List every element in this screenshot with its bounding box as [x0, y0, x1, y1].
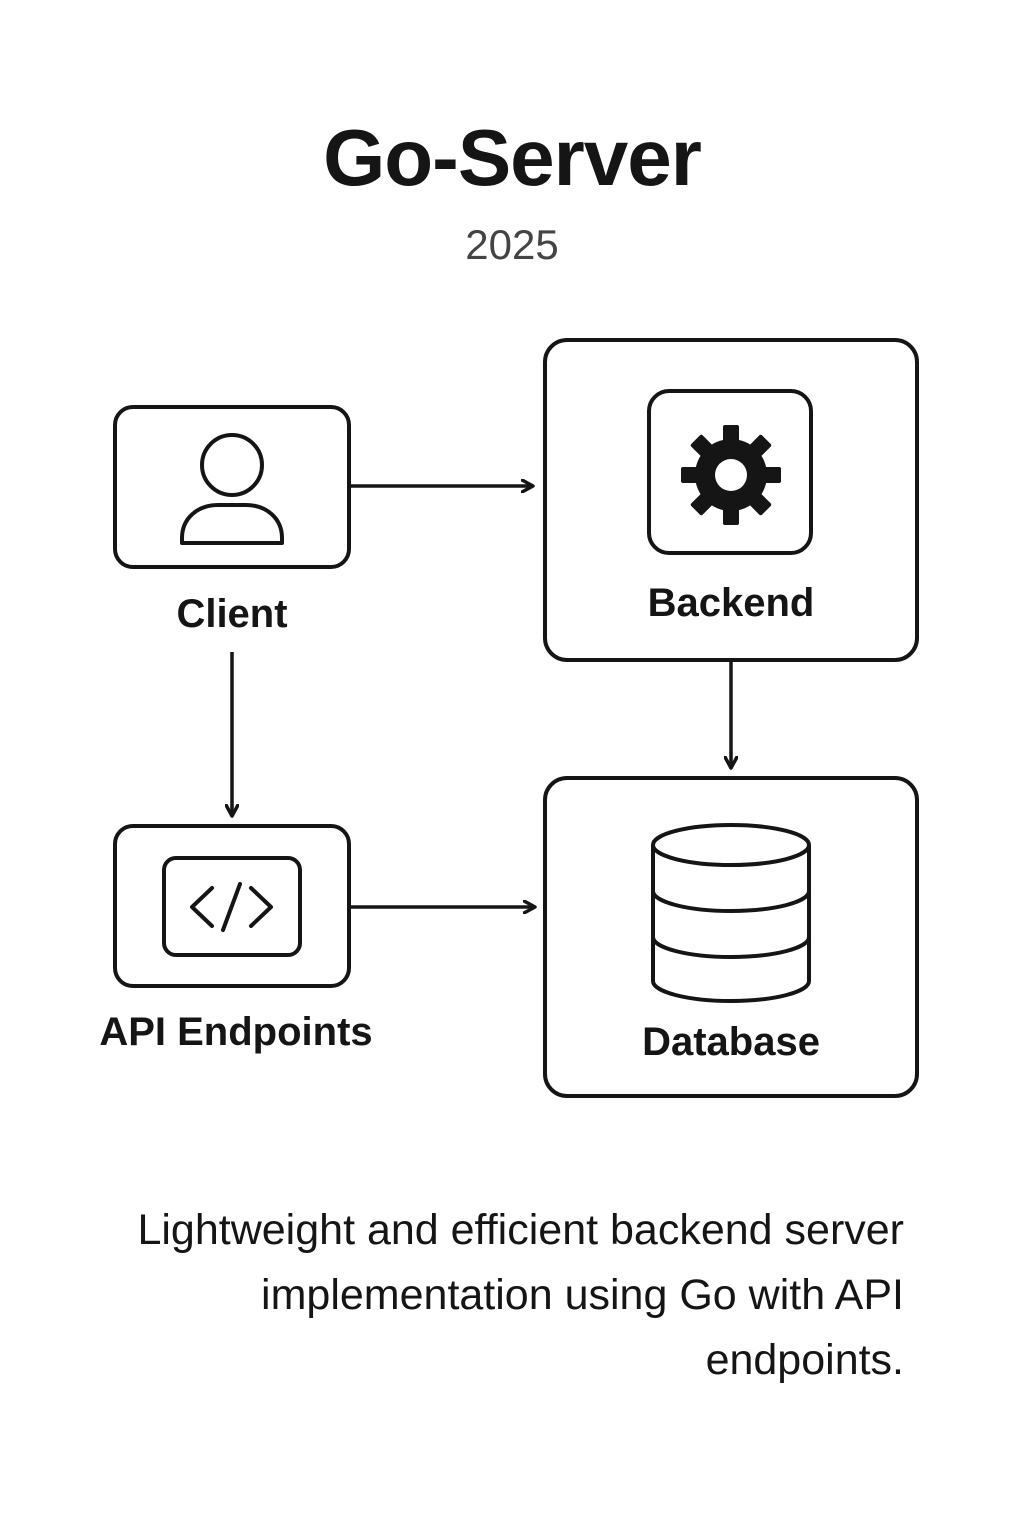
- client-label: Client: [176, 592, 287, 636]
- database-label: Database: [642, 1020, 820, 1064]
- client-node: Client: [113, 405, 351, 636]
- backend-node: Backend: [543, 338, 919, 662]
- backend-box: [543, 338, 919, 662]
- client-box: [113, 405, 351, 569]
- backend-icon-frame: [647, 389, 813, 555]
- database-icon: [651, 823, 811, 1004]
- gear-icon: [681, 425, 781, 525]
- database-box: [543, 776, 919, 1098]
- page-title: Go-Server: [323, 113, 702, 202]
- page-subtitle-year: 2025: [465, 221, 559, 268]
- backend-label: Backend: [648, 581, 815, 625]
- api-endpoints-label: API Endpoints: [99, 1010, 372, 1054]
- user-icon: [180, 433, 284, 545]
- api-endpoints-node: API Endpoints: [99, 824, 373, 1054]
- description-text: Lightweight and efficient backend server…: [137, 1206, 904, 1384]
- api-endpoints-box: [113, 824, 351, 988]
- database-node: Database: [543, 776, 919, 1098]
- code-icon: [162, 856, 302, 957]
